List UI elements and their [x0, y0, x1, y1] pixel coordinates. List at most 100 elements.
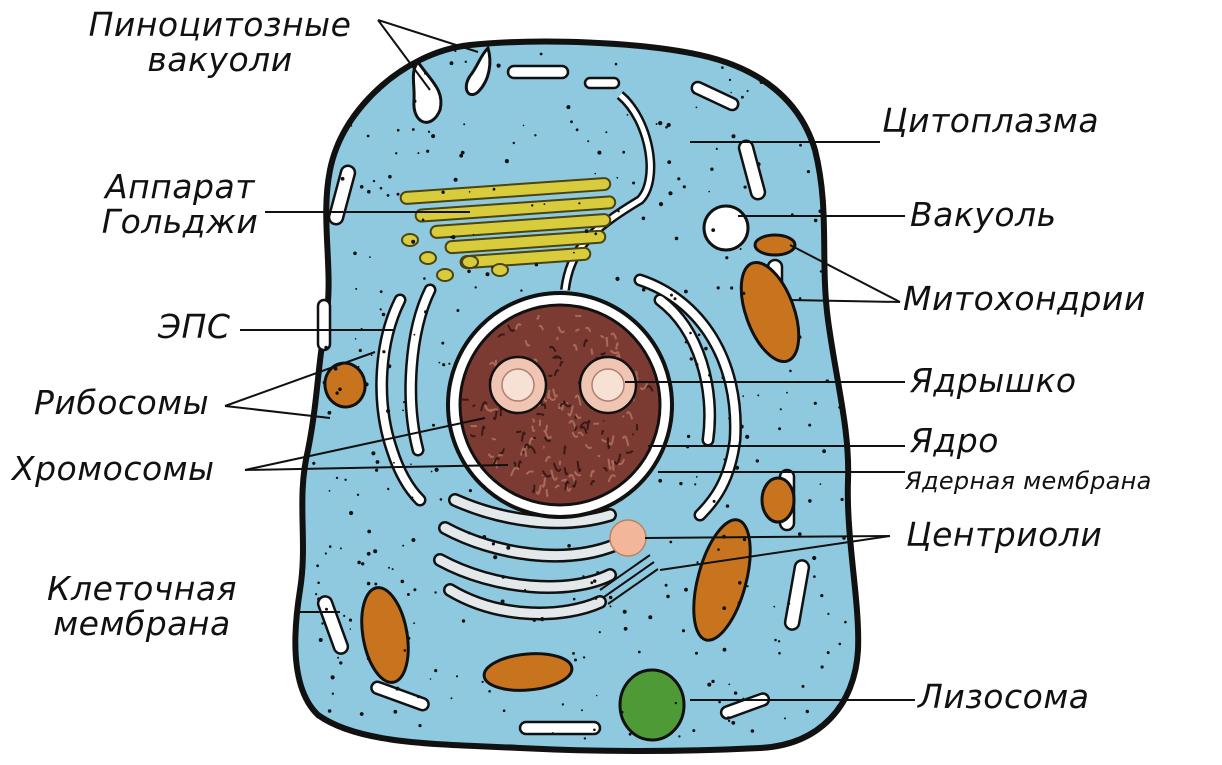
ribosome-speck — [469, 489, 472, 492]
ribosome-speck — [708, 191, 710, 193]
ribosome-speck — [431, 471, 433, 473]
label-ribosomes: Рибосомы — [34, 386, 209, 421]
ribosome-speck — [587, 140, 589, 142]
ribosome-speck — [778, 652, 781, 655]
ribosome-speck — [617, 210, 619, 212]
ribosome-speck — [336, 477, 338, 479]
ribosome-speck — [535, 263, 538, 266]
vacuole-shape — [704, 206, 748, 250]
ribosome-speck — [622, 151, 625, 154]
golgi-vesicle — [420, 252, 436, 264]
ribosome-speck — [685, 341, 688, 344]
ribosome-speck — [780, 408, 782, 410]
mitochondrion — [755, 235, 795, 255]
ribosome-speck — [332, 693, 334, 695]
ribosome-speck — [473, 234, 475, 236]
ribosome-speck — [373, 549, 375, 551]
ribosome-speck — [513, 142, 515, 144]
ribosome-speck — [463, 123, 465, 125]
ribosome-speck — [742, 292, 745, 295]
ribosome-speck — [728, 684, 730, 686]
ribosome-speck — [596, 571, 599, 574]
ribosome-speck — [319, 638, 323, 642]
ribosome-speck — [696, 107, 698, 109]
ribosome-speck — [454, 178, 458, 182]
ribosome-speck — [623, 610, 627, 614]
ribosome-speck — [365, 382, 369, 386]
ribosome-speck — [667, 160, 671, 164]
ribosome-speck — [340, 547, 342, 549]
ribosome-speck — [441, 342, 444, 345]
ribosome-speck — [773, 606, 775, 608]
ribosome-speck — [450, 61, 454, 65]
ribosome-speck — [738, 581, 742, 585]
ribosome-speck — [361, 562, 364, 565]
ribosome-speck — [741, 96, 744, 99]
label-golgi-line-1: Аппарат — [90, 170, 270, 205]
ribosome-speck — [424, 310, 427, 313]
ribosome-speck — [417, 152, 419, 154]
ribosome-speck — [713, 500, 716, 503]
ribosome-speck — [656, 123, 658, 125]
ribosome-speck — [423, 277, 426, 280]
ribosome-speck — [711, 680, 714, 683]
ribosome-speck — [802, 685, 805, 688]
ribosome-speck — [756, 459, 759, 462]
ribosome-speck — [594, 173, 596, 175]
ribosome-speck — [321, 622, 323, 624]
ribosome-speck — [533, 619, 536, 622]
ribosome-speck — [735, 466, 739, 470]
ribosome-speck — [343, 615, 345, 617]
ribosome-speck — [813, 575, 816, 578]
ribosome-speck — [757, 162, 761, 166]
ribosome-speck — [367, 657, 370, 660]
ribosome-speck — [492, 542, 495, 545]
ribosome-speck — [407, 637, 410, 640]
label-pinocytotic-line-1: Пиноцитозные — [70, 8, 370, 43]
ribosome-speck — [424, 72, 427, 75]
label-pinocytotic-vacuoles: Пиноцитозные вакуоли — [70, 8, 370, 77]
ribosome-speck — [684, 588, 688, 592]
ribosome-speck — [467, 270, 471, 274]
ribosome-speck — [728, 417, 730, 419]
ribosome-speck — [690, 357, 693, 360]
ribosome-speck — [567, 544, 571, 548]
ribosome-speck — [731, 721, 735, 725]
ribosome-speck — [827, 651, 830, 654]
ribosome-speck — [740, 425, 744, 429]
ribosome-speck — [778, 640, 780, 642]
centriole-shape — [610, 520, 646, 556]
ribosome-speck — [594, 596, 597, 599]
ribosome-speck — [718, 701, 721, 704]
ribosome-speck — [325, 608, 328, 611]
ribosome-speck — [397, 193, 400, 196]
label-cytoplasm: Цитоплазма — [882, 104, 1099, 139]
ribosome-speck — [745, 435, 749, 439]
ribosome-speck — [552, 732, 554, 734]
ribosome-speck — [367, 552, 371, 556]
ribosome-speck — [520, 289, 522, 291]
ribosome-speck — [544, 203, 546, 205]
ribosome-speck — [493, 555, 497, 559]
ribosome-speck — [355, 338, 357, 340]
ribosome-speck — [590, 581, 593, 584]
ribosome-speck — [596, 695, 598, 697]
ribosome-speck — [392, 568, 394, 570]
ribosome-speck — [723, 458, 725, 460]
ribosome-speck — [531, 204, 533, 206]
ribosome-speck — [624, 627, 628, 631]
ribosome-speck — [503, 709, 506, 712]
ribosome-speck — [756, 338, 758, 340]
ribosome-speck — [382, 313, 386, 317]
ribosome-speck — [411, 240, 415, 244]
ribosome-speck — [415, 370, 417, 372]
ribosome-speck — [414, 334, 416, 336]
ribosome-speck — [584, 737, 586, 739]
ribosome-speck — [820, 483, 822, 485]
ribosome-speck — [380, 308, 382, 310]
ribosome-speck — [648, 615, 652, 619]
ribosome-speck — [632, 182, 635, 185]
ribosome-speck — [410, 463, 412, 465]
ribosome-speck — [386, 409, 390, 413]
